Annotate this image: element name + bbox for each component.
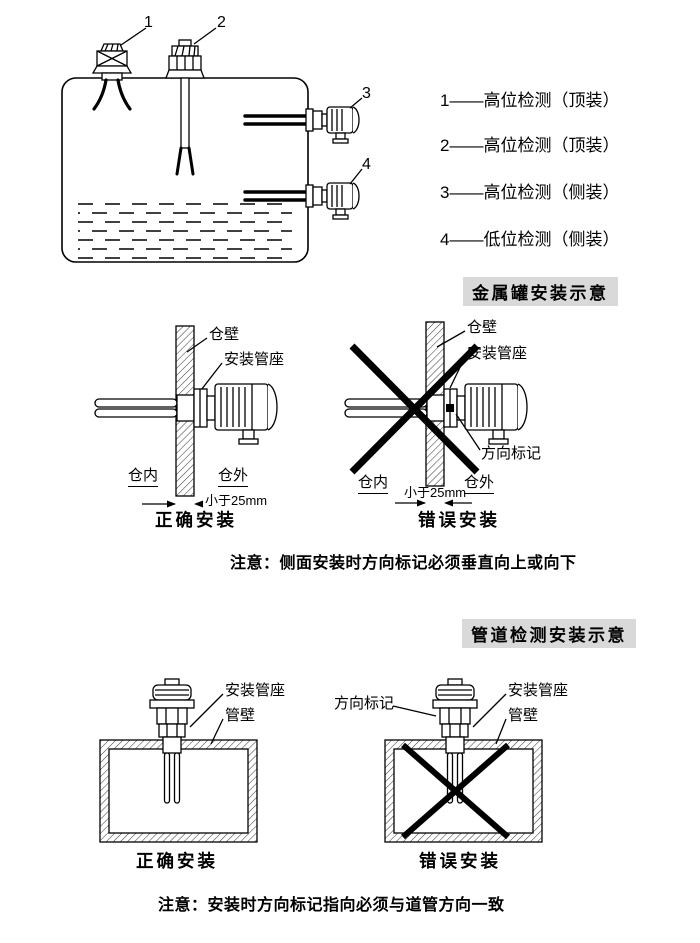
dimension-label: 小于25mm [404,485,467,500]
conduit-entry [242,429,255,440]
direction-mark [446,404,454,412]
dimension-arrows [142,500,203,508]
socket-label-leader [189,693,224,728]
wall-label-leader [186,337,208,353]
direction-label-leader [455,413,481,451]
pipe-correct-caption: 正确安装 [136,851,218,871]
socket-label: 安装管座 [467,345,528,362]
liquid-level-dashes [78,203,292,259]
leader-line-3 [349,97,363,109]
fork-probe [175,146,183,176]
pipe-note: 注意：安装时方向标记指向必须与道管方向一致 [158,897,505,914]
direction-label-leader [392,705,437,717]
mounting-socket [162,736,182,754]
dimension-label: 小于25mm [205,493,268,508]
legend-item-2: 2——高位检测（顶装） [440,136,620,155]
conduit-entry [492,429,505,440]
wall-label: 仓壁 [467,319,498,336]
wall-device [94,383,278,445]
wall-device [344,383,528,445]
direction-label: 方向标记 [481,445,542,462]
housing-dome [267,383,278,431]
cross-out-mark [349,343,480,475]
fork-probe [163,752,171,804]
wall-wrong-caption: 错误安装 [418,510,500,530]
socket-label: 安装管座 [225,682,286,699]
mounting-socket [176,394,195,422]
leader-line-4 [349,168,363,185]
tank-diagram [61,27,363,263]
housing-body [214,383,269,431]
pipe-wall-hatched [385,740,542,842]
device-number-1: 1 [144,14,153,31]
pipe-correct-diagram [99,678,258,843]
fork-probe [187,146,195,176]
mounting-socket [426,394,445,422]
legend-item-3: 3——高位检测（侧装） [440,183,620,202]
wall-label: 仓壁 [209,326,240,343]
fork-probe [92,78,108,111]
wall-wrong-diagram [344,321,528,507]
leader-line-1 [120,27,147,46]
fork-probe [116,78,132,111]
outside-label: 仓外 [464,474,495,494]
device-number-4: 4 [362,156,371,173]
wall-label-leader [436,330,466,348]
leader-line-2 [193,27,217,45]
pipe-detection-badge: 管道检测安装示意 [462,619,636,648]
pipe-wall-label-leader [495,718,507,745]
dimension-arrows [395,499,472,507]
inside-label: 仓内 [358,474,389,494]
pipe-wall-label-leader [210,718,224,745]
fork-probe [94,398,178,408]
mounting-socket [445,736,465,754]
housing-body [464,383,519,431]
side-device-3 [243,106,360,144]
inside-label: 仓内 [128,467,159,487]
metal-tank-badge: 金属罐安装示意 [463,277,618,306]
housing-dome [517,383,528,431]
direction-label: 方向标记 [334,695,395,712]
fork-probe [94,408,178,418]
top-device-2 [165,39,205,176]
pipe-wall-label: 管壁 [225,707,256,724]
device-number-3: 3 [362,85,371,102]
socket-label: 安装管座 [508,682,569,699]
side-device-4 [243,182,360,220]
top-device-1 [91,43,133,111]
socket-label-leader [472,693,507,728]
wall-note: 注意：侧面安装时方向标记必须垂直向上或向下 [230,555,577,572]
pipe-wrong-caption: 错误安装 [419,851,501,871]
hex-nut [441,723,469,738]
wall-correct-diagram [94,325,278,508]
pipe-wall-label: 管壁 [508,707,539,724]
hex-nut [158,723,186,738]
pipe-wrong-diagram [384,678,543,843]
device-number-2: 2 [217,14,226,31]
legend-item-1: 1——高位检测（顶装） [440,91,620,110]
wall-correct-caption: 正确安装 [155,510,237,530]
cross-out-mark [401,742,510,840]
legend-item-4: 4——低位检测（侧装） [440,230,620,249]
pipe-device [149,678,195,804]
fork-probe [173,752,181,804]
socket-label: 安装管座 [224,351,285,368]
outside-label: 仓外 [218,467,249,487]
